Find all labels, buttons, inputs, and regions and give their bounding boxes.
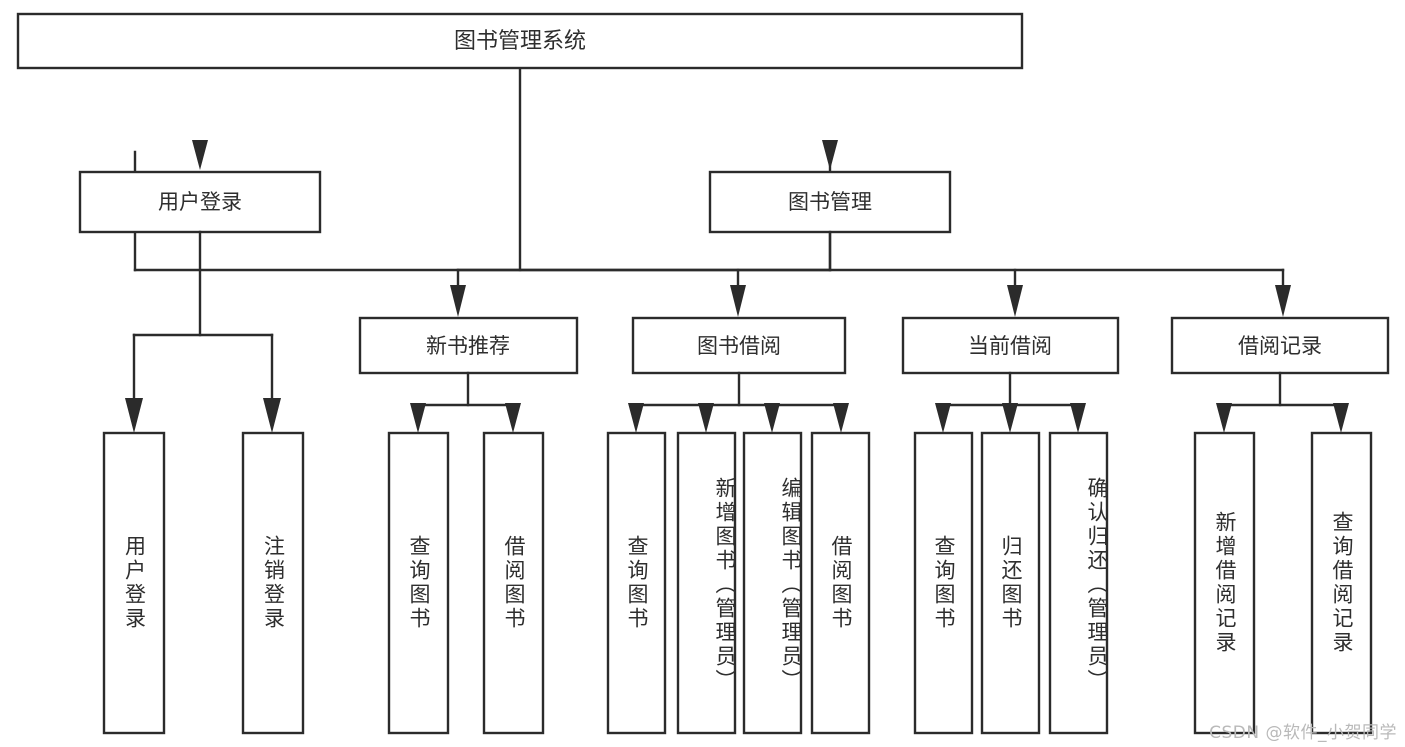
arrow-root-to-book-management: [822, 140, 838, 170]
leaf-box-book-borrow-2[interactable]: [676, 431, 737, 735]
connector-group-book-management: [450, 230, 1291, 317]
node-book-management[interactable]: 图书管理: [708, 170, 952, 234]
csdn-watermark: CSDN @软件_小贺同学: [1209, 723, 1397, 743]
leaf-box-current-borrow-2[interactable]: [980, 431, 1041, 735]
leaf-box-current-borrow-3[interactable]: [1048, 431, 1109, 735]
leaf-box-user-login-1[interactable]: [102, 431, 166, 735]
node-borrow-record-label: 借阅记录: [1238, 334, 1322, 358]
leaf-box-borrow-record-2[interactable]: [1310, 431, 1373, 735]
connector-group-borrow-record-leaves: [1216, 371, 1349, 433]
leaf-box-book-borrow-4[interactable]: [810, 431, 871, 735]
node-book-management-box: [708, 170, 952, 234]
leaf-box-current-borrow-1[interactable]: [913, 431, 974, 735]
node-user-login-label: 用户登录: [158, 190, 242, 214]
node-book-borrow[interactable]: 图书借阅: [631, 316, 847, 375]
arrow-currentborrow-to-leaf-1: [935, 403, 951, 433]
arrow-currentborrow-to-leaf-2: [1002, 403, 1018, 433]
node-root-box: [16, 12, 1024, 70]
arrow-bookborrow-to-leaf-1: [628, 403, 644, 433]
connector-group-new-book-leaves: [410, 371, 521, 433]
arrow-userlogin-to-leaf-1: [125, 398, 143, 433]
connector-group-current-borrow-leaves: [935, 371, 1086, 433]
arrow-currentborrow-to-leaf-3: [1070, 403, 1086, 433]
arrow-root-to-user-login: [192, 140, 208, 170]
node-current-borrow-box: [901, 316, 1120, 375]
connector-group-user-login-leaves: [125, 230, 281, 433]
node-borrow-record-box: [1170, 316, 1390, 375]
node-root[interactable]: 图书管理系统: [16, 12, 1024, 70]
arrow-borrowrecord-to-leaf-2: [1333, 403, 1349, 433]
node-book-management-label: 图书管理: [788, 190, 872, 214]
arrow-bookborrow-to-leaf-2: [698, 403, 714, 433]
arrow-userlogin-to-leaf-2: [263, 398, 281, 433]
node-new-book-recommend-box: [358, 316, 579, 375]
leaf-box-new-book-1[interactable]: [387, 431, 450, 735]
leaf-box-new-book-2[interactable]: [482, 431, 545, 735]
node-new-book-recommend[interactable]: 新书推荐: [358, 316, 579, 375]
arrow-bookmgmt-to-book-borrow: [730, 285, 746, 317]
arrow-bookborrow-to-leaf-4: [833, 403, 849, 433]
leaf-box-borrow-record-1[interactable]: [1193, 431, 1256, 735]
node-borrow-record[interactable]: 借阅记录: [1170, 316, 1390, 375]
node-root-label: 图书管理系统: [454, 29, 586, 54]
node-book-borrow-label: 图书借阅: [697, 334, 781, 358]
arrow-bookmgmt-to-current-borrow: [1007, 285, 1023, 317]
node-user-login[interactable]: 用户登录: [78, 170, 322, 234]
arrow-bookmgmt-to-borrow-record: [1275, 285, 1291, 317]
leaf-box-user-login-2[interactable]: [241, 431, 305, 735]
arrow-borrowrecord-to-leaf-1: [1216, 403, 1232, 433]
node-book-borrow-box: [631, 316, 847, 375]
node-current-borrow[interactable]: 当前借阅: [901, 316, 1120, 375]
node-current-borrow-label: 当前借阅: [968, 334, 1052, 358]
leaf-box-book-borrow-3[interactable]: [742, 431, 803, 735]
connector-group-book-borrow-leaves: [628, 371, 849, 433]
node-new-book-recommend-label: 新书推荐: [426, 334, 510, 358]
arrow-bookborrow-to-leaf-3: [764, 403, 780, 433]
leaf-box-book-borrow-1[interactable]: [606, 431, 667, 735]
arrow-newbook-to-leaf-1: [410, 403, 426, 433]
connector-group-root: [133, 66, 832, 272]
arrow-bookmgmt-to-new-book: [450, 285, 466, 317]
arrow-newbook-to-leaf-2: [505, 403, 521, 433]
